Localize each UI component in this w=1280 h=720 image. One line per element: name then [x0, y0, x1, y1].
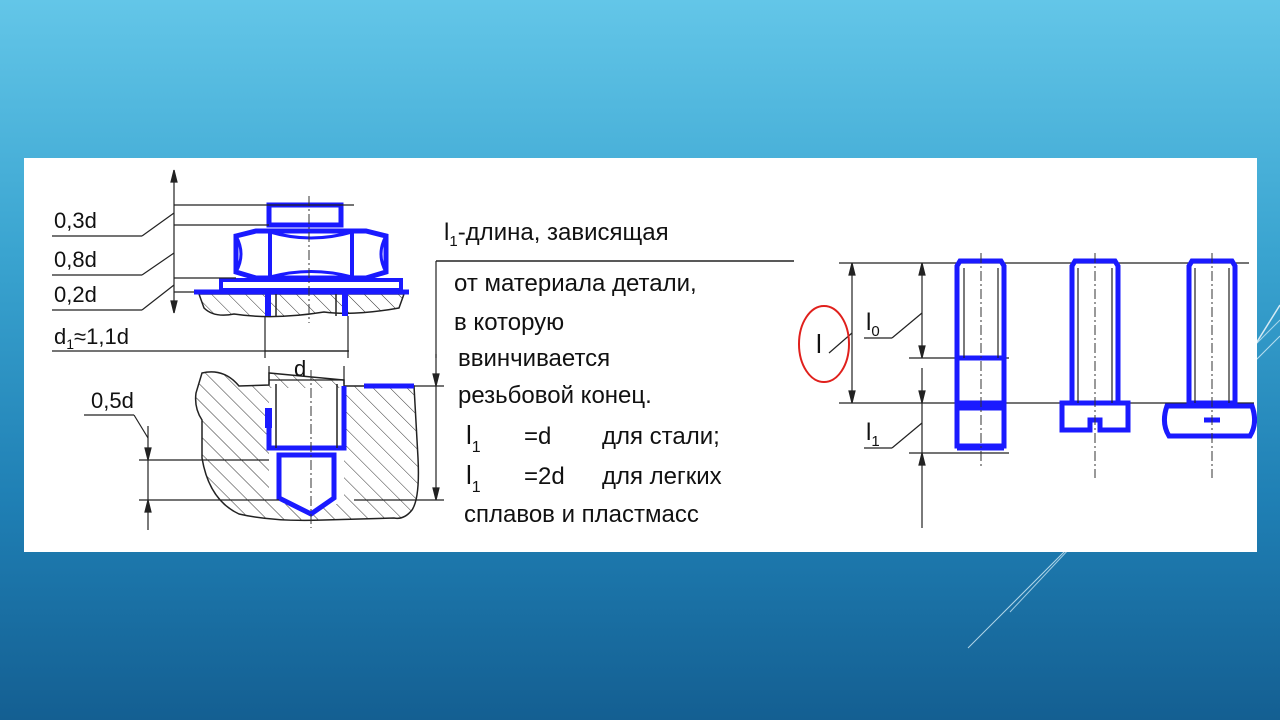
rule2-continuation: сплавов и пластмасс [464, 501, 699, 528]
screw-countersunk [1161, 258, 1257, 439]
highlight-circle [798, 305, 850, 383]
description-title: l1-длина, зависящая [444, 219, 669, 250]
description-line: в которую [454, 309, 564, 336]
screw-dimensions [828, 262, 1254, 528]
rule2-note: для легких [602, 463, 722, 490]
end-length-label: l1 [866, 419, 880, 450]
technical-drawing: 0,3d 0,8d 0,2d d1≈1,1d [52, 169, 1257, 530]
rule1-note: для стали; [602, 423, 720, 450]
description-block: l1-длина, зависящая от материала детали,… [435, 219, 794, 528]
thread-length-label: l0 [866, 309, 880, 340]
rule2-value: =2d [524, 463, 565, 490]
dim-nut-label: 0,8d [54, 247, 97, 272]
hole-dimensions [84, 354, 444, 530]
total-length-label: l [816, 329, 822, 359]
bolt-assembly [194, 196, 409, 323]
description-line: резьбовой конец. [458, 382, 652, 409]
dim-washer-label: 0,2d [54, 282, 97, 307]
threaded-hole [194, 370, 420, 528]
description-line: ввинчивается [458, 345, 610, 372]
rule2-symbol: l1 [466, 460, 481, 496]
description-line: от материала детали, [454, 270, 697, 297]
dim-diameter-label: d [294, 356, 306, 381]
dim-end-label: 0,5d [91, 388, 134, 413]
bolt-dimensions [52, 169, 354, 358]
rule1-value: =d [524, 423, 551, 450]
drawing-panel: 0,3d 0,8d 0,2d d1≈1,1d [24, 158, 1257, 552]
screw-slotted [1059, 258, 1131, 433]
dim-hole-label: d1≈1,1d [54, 324, 129, 352]
rule1-symbol: l1 [466, 420, 481, 456]
dim-head-label: 0,3d [54, 208, 97, 233]
